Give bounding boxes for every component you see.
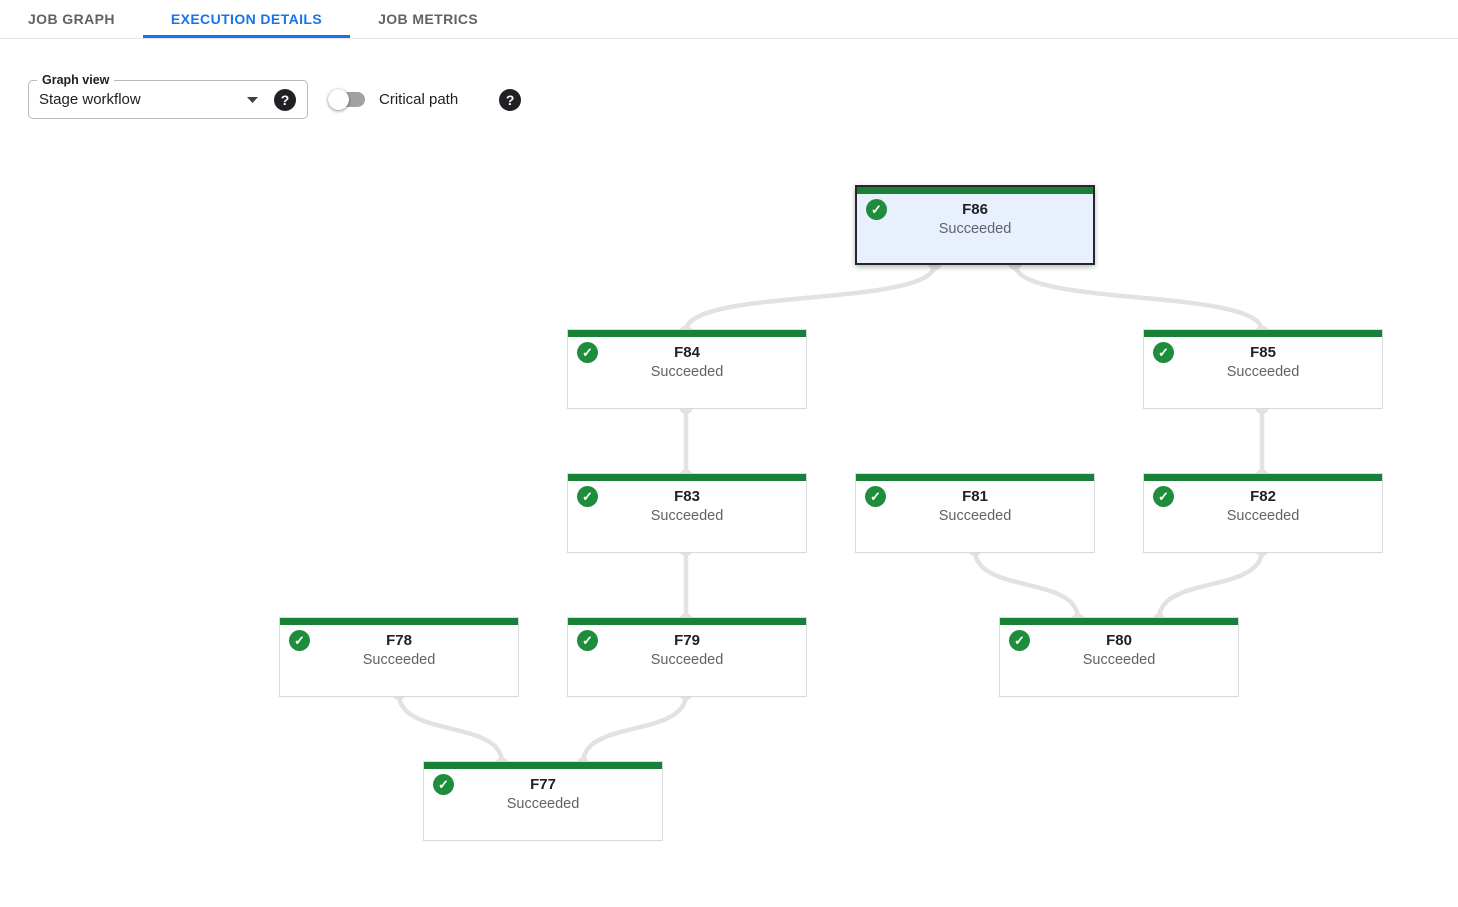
stage-status: Succeeded — [506, 796, 580, 812]
stage-name: F77 — [530, 776, 556, 793]
success-check-icon: ✓ — [577, 630, 598, 651]
edge-F86-F85 — [1008, 256, 1269, 339]
success-check-icon: ✓ — [289, 630, 310, 651]
stage-status-bar — [1144, 330, 1382, 337]
stage-status: Succeeded — [362, 652, 436, 668]
stage-status-bar — [568, 618, 806, 625]
stage-status-bar — [280, 618, 518, 625]
stage-status-bar — [568, 330, 806, 337]
tab-job-metrics[interactable]: JOB METRICS — [378, 11, 479, 27]
stage-name: F79 — [674, 632, 700, 649]
stage-status-bar — [856, 474, 1094, 481]
stage-name: F85 — [1250, 344, 1276, 361]
stage-status: Succeeded — [1226, 364, 1300, 380]
critical-path-help-icon[interactable]: ? — [499, 88, 522, 111]
toggle-knob-icon — [328, 89, 349, 110]
stage-status-bar — [857, 187, 1093, 194]
edge-F83-F79 — [679, 542, 693, 627]
edge-F86-F84 — [679, 256, 942, 339]
stage-status: Succeeded — [650, 652, 724, 668]
stage-status-bar — [1000, 618, 1238, 625]
stage-name: F86 — [962, 201, 988, 218]
stage-name: F81 — [962, 488, 988, 505]
graph-view-label: Graph view — [37, 72, 115, 88]
success-check-icon: ✓ — [1153, 342, 1174, 363]
stage-status: Succeeded — [938, 508, 1012, 524]
stage-status: Succeeded — [1082, 652, 1156, 668]
chevron-down-icon[interactable] — [247, 96, 258, 103]
success-check-icon: ✓ — [1153, 486, 1174, 507]
edge-F82-F80 — [1152, 542, 1269, 627]
critical-path-toggle[interactable] — [328, 89, 365, 110]
critical-path-control: Critical path ? — [328, 80, 522, 119]
tab-job-graph[interactable]: JOB GRAPH — [28, 11, 115, 27]
stage-name: F78 — [386, 632, 412, 649]
success-check-icon: ✓ — [577, 486, 598, 507]
stage-name: F80 — [1106, 632, 1132, 649]
stage-name: F84 — [674, 344, 700, 361]
success-check-icon: ✓ — [577, 342, 598, 363]
edge-F81-F80 — [968, 542, 1085, 627]
stage-status-bar — [424, 762, 662, 769]
critical-path-label: Critical path — [379, 91, 459, 108]
success-check-icon: ✓ — [1009, 630, 1030, 651]
stage-status: Succeeded — [1226, 508, 1300, 524]
stage-status: Succeeded — [938, 221, 1012, 237]
graph-view-select[interactable]: Graph view Stage workflow ? — [28, 72, 308, 119]
stage-status: Succeeded — [650, 364, 724, 380]
edge-F85-F82 — [1255, 400, 1269, 483]
stage-status: Succeeded — [650, 508, 724, 524]
edge-F79-F77 — [576, 686, 693, 771]
stage-name: F83 — [674, 488, 700, 505]
graph-view-help-icon[interactable]: ? — [274, 88, 296, 111]
stage-name: F82 — [1250, 488, 1276, 505]
success-check-icon: ✓ — [866, 199, 887, 220]
edge-F78-F77 — [392, 686, 509, 771]
stage-status-bar — [1144, 474, 1382, 481]
success-check-icon: ✓ — [433, 774, 454, 795]
edge-F84-F83 — [679, 400, 693, 483]
tab-bar: JOB GRAPH EXECUTION DETAILS JOB METRICS — [0, 0, 1458, 39]
tab-execution-details[interactable]: EXECUTION DETAILS — [142, 0, 351, 38]
success-check-icon: ✓ — [865, 486, 886, 507]
graph-view-value: Stage workflow — [39, 91, 141, 108]
stage-status-bar — [568, 474, 806, 481]
